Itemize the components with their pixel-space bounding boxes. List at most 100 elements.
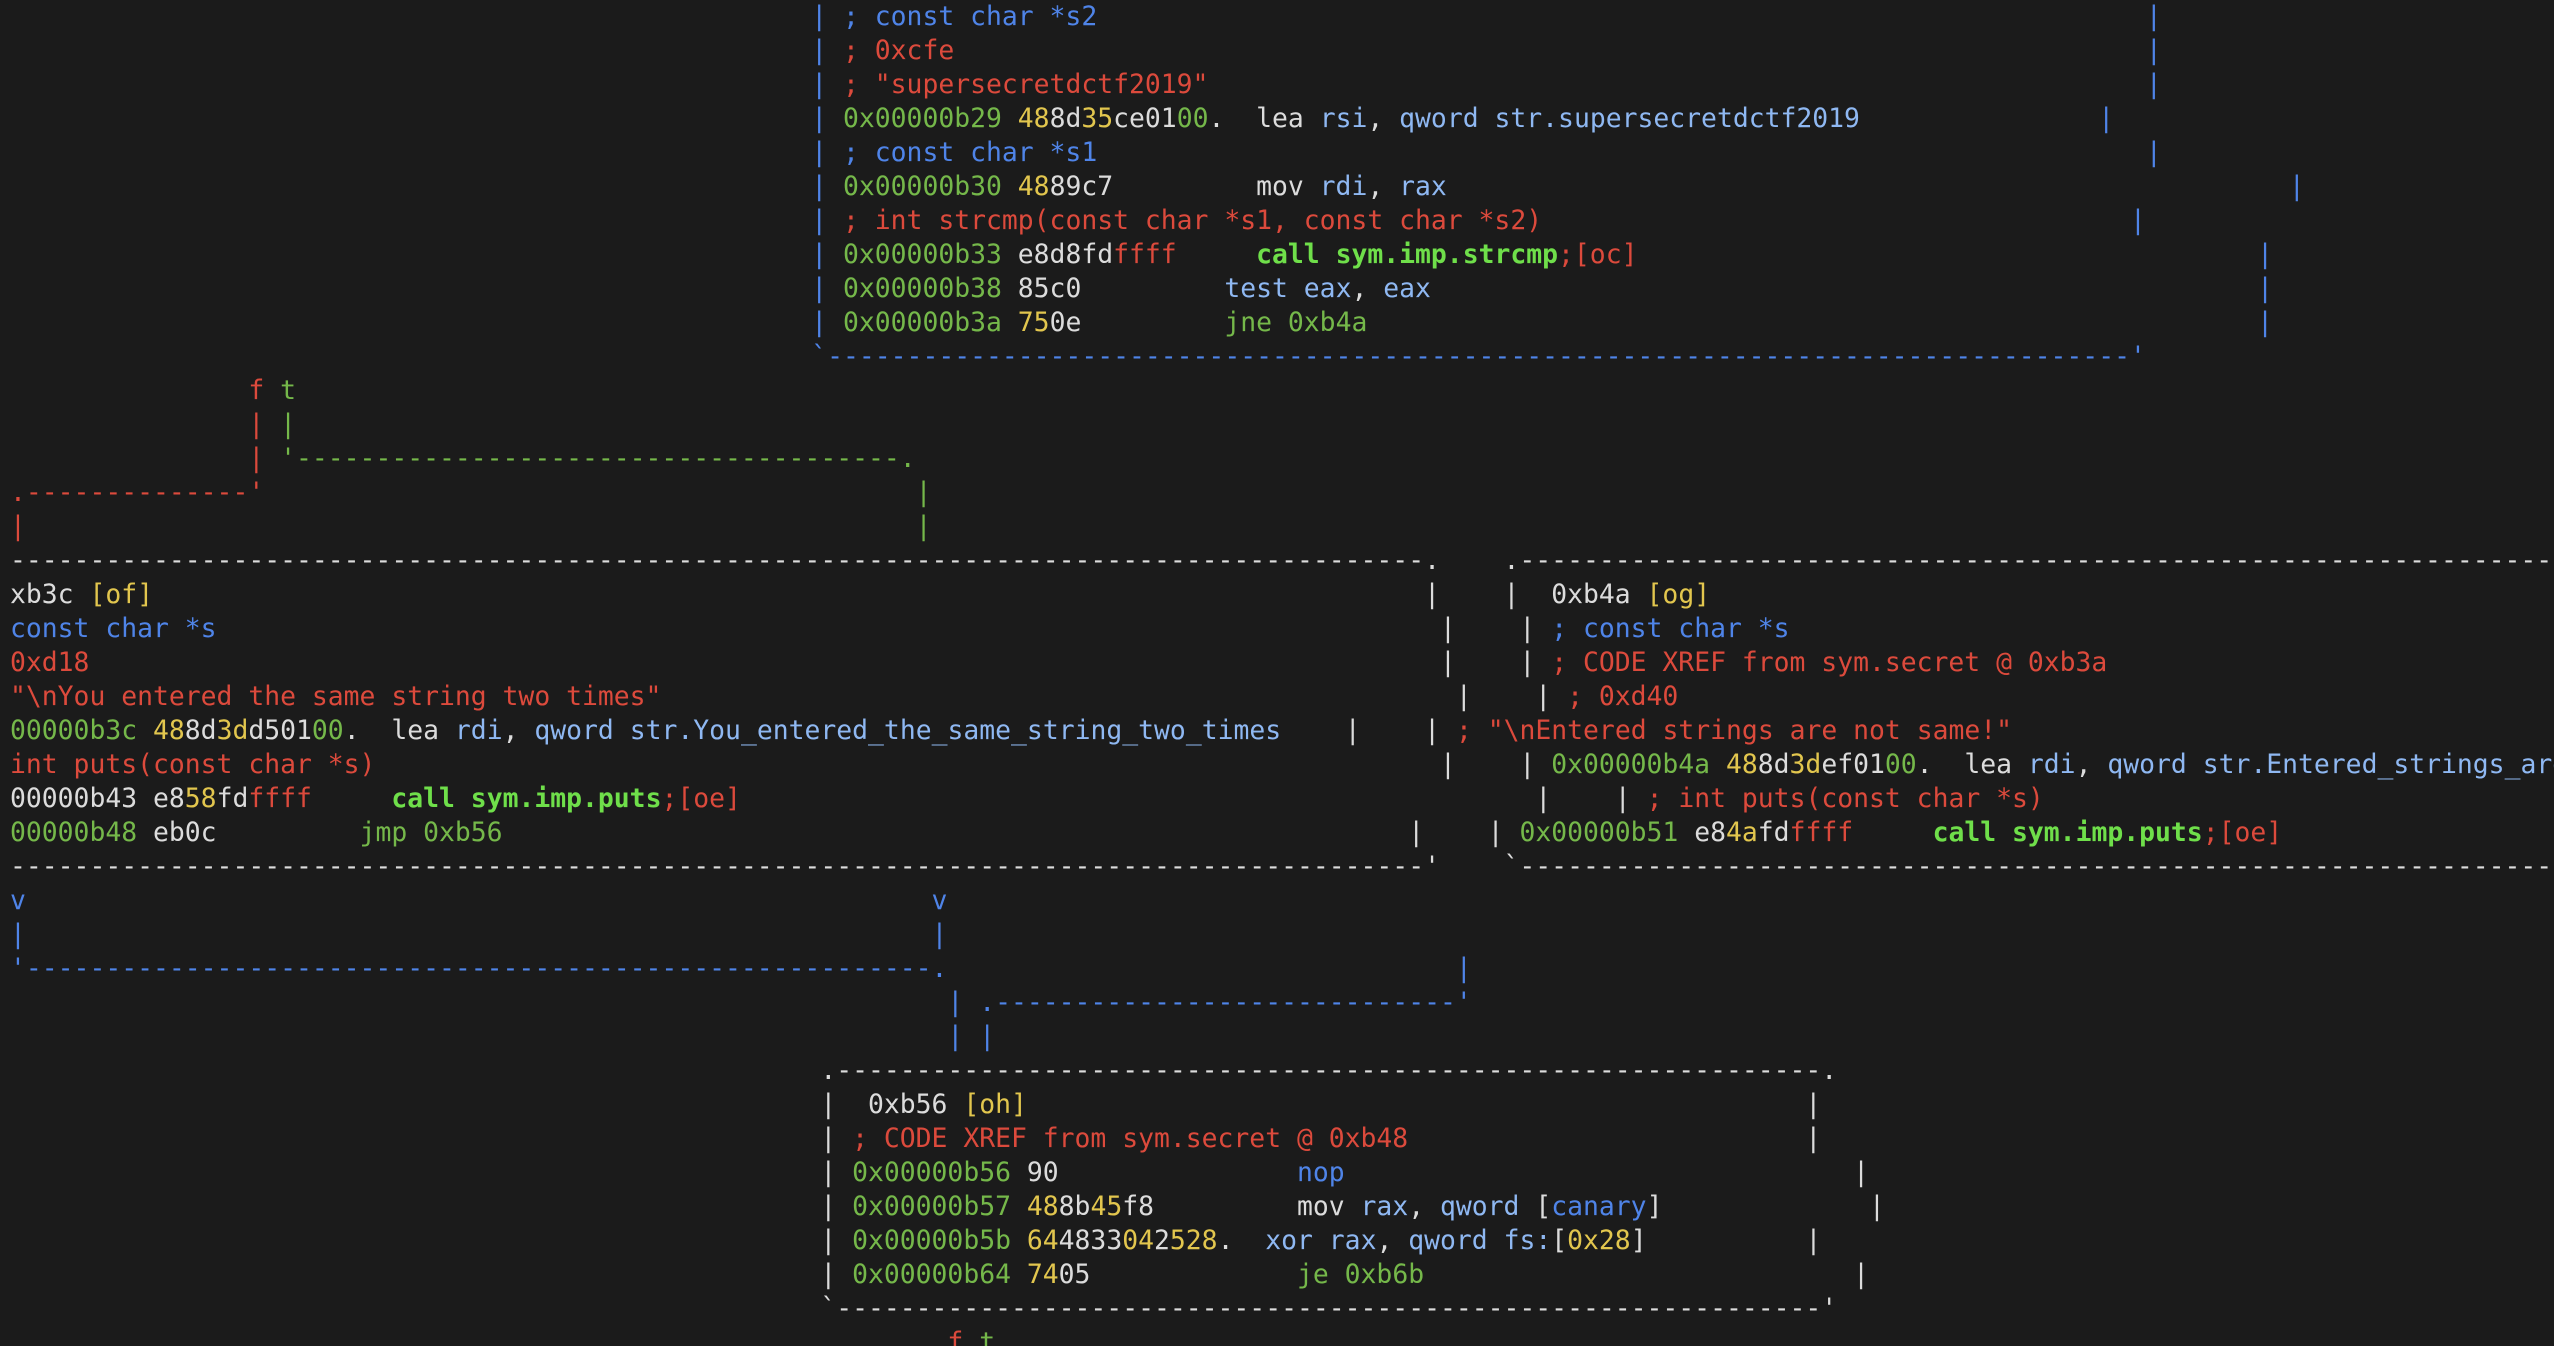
- terminal-text: eb0c: [137, 817, 360, 848]
- terminal-text: |: [954, 35, 2162, 66]
- terminal-text: | |: [502, 817, 1520, 848]
- terminal-text: |: [700, 205, 843, 236]
- terminal-text: f: [10, 1327, 980, 1346]
- terminal-text: nop: [1296, 1157, 1345, 1188]
- terminal-line: | |: [10, 1020, 995, 1054]
- terminal-text: qword: [1399, 103, 1479, 134]
- terminal-text: | |: [740, 783, 1647, 814]
- terminal-text: 90: [1010, 1157, 1297, 1188]
- terminal-text: ,: [502, 715, 535, 746]
- terminal-text: rax: [1360, 1191, 1409, 1222]
- terminal-text: [614, 715, 630, 746]
- terminal-text: [2187, 749, 2203, 780]
- terminal-line: | ; const char *s2 |: [700, 0, 2162, 34]
- terminal-text: [og]: [1646, 579, 1711, 610]
- terminal-line: | 0x00000b29 488d35ce0100. lea rsi, qwor…: [700, 102, 2114, 136]
- terminal-line: ----------------------------------------…: [10, 544, 2554, 578]
- terminal-text: [1479, 103, 1495, 134]
- terminal-text: ; const char *s: [1551, 613, 1790, 644]
- terminal-text: 0x00000b64: [852, 1259, 1011, 1290]
- terminal-text: 00: [311, 715, 344, 746]
- terminal-text: 58: [184, 783, 217, 814]
- terminal-text: | .-----------------------------': [10, 987, 1472, 1018]
- terminal-text: 89c7 mov: [1049, 171, 1320, 202]
- terminal-text: [1011, 1225, 1027, 1256]
- terminal-line: ----------------------------------------…: [10, 850, 2554, 884]
- terminal-text: ; 0xd40: [1567, 681, 1679, 712]
- terminal-text: 0x00000b30: [843, 171, 1002, 202]
- terminal-text: canary: [1551, 1191, 1647, 1222]
- terminal-text: [: [1519, 1191, 1552, 1222]
- terminal-text: |: [25, 511, 932, 542]
- terminal-text: ce01: [1113, 103, 1177, 134]
- terminal-text: 3d: [1789, 749, 1822, 780]
- terminal-text: 75: [1017, 307, 1050, 338]
- terminal-text: xb3c: [10, 579, 90, 610]
- terminal-text: je 0xb6b: [1296, 1259, 1425, 1290]
- terminal-text: [1002, 171, 1018, 202]
- terminal-text: |: [10, 1157, 853, 1188]
- terminal-text: 0x00000b38: [843, 273, 1002, 304]
- terminal-text: rdi: [454, 715, 503, 746]
- terminal-text: |: [700, 239, 843, 270]
- terminal-line: | ; int strcmp(const char *s1, const cha…: [700, 204, 2146, 238]
- terminal-line: | 0x00000b3a 750e jne 0xb4a |: [700, 306, 2273, 340]
- terminal-text: 04: [1122, 1225, 1154, 1256]
- terminal-text: | | 0xb4a: [153, 579, 1647, 610]
- terminal-text: ffff: [248, 783, 312, 814]
- terminal-line: xb3c [of] | | 0xb4a [og]: [10, 578, 1710, 612]
- terminal-text: 8d: [1049, 103, 1082, 134]
- terminal-text: .---------------------------------------…: [10, 1055, 1838, 1086]
- terminal-text: |: [10, 511, 26, 542]
- terminal-text: [of]: [89, 579, 154, 610]
- terminal-text: 00: [1884, 749, 1917, 780]
- terminal-text: f: [10, 375, 281, 406]
- terminal-line: | ; CODE XREF from sym.secret @ 0xb48 |: [10, 1122, 1821, 1156]
- terminal-text: int puts(const char *s): [10, 749, 376, 780]
- terminal-text: qword: [1440, 1191, 1520, 1222]
- terminal-text: rsi: [1319, 103, 1368, 134]
- terminal-text: .--------------': [10, 477, 265, 508]
- terminal-text: | ; const char *s1 |: [700, 137, 2162, 168]
- terminal-text: |: [10, 409, 281, 440]
- terminal-text: 8d: [1757, 749, 1790, 780]
- terminal-text: |: [10, 1123, 853, 1154]
- terminal-text: str.supersecretdctf2019: [1494, 103, 1860, 134]
- terminal-text: rdi: [1319, 171, 1368, 202]
- terminal-line: 0xd18 | | ; CODE XREF from sym.secret @ …: [10, 646, 2107, 680]
- terminal-text: [1011, 1259, 1027, 1290]
- terminal-text: 8b: [1058, 1191, 1091, 1222]
- terminal-text: fd: [1757, 817, 1790, 848]
- terminal-text: |: [1208, 69, 2162, 100]
- terminal-text: ;[oc]: [1558, 239, 1638, 270]
- terminal-text: ; CODE XREF from sym.secret @ 0xb3a: [1551, 647, 2108, 678]
- terminal-text: 48: [153, 715, 185, 746]
- terminal-line: f t: [10, 1326, 995, 1346]
- terminal-text: e8: [1678, 817, 1726, 848]
- terminal-text: ] |: [1646, 1191, 1885, 1222]
- terminal-text: call sym.imp.strcmp: [1256, 239, 1559, 270]
- terminal-text: ,: [1408, 1191, 1440, 1222]
- terminal-text: [1710, 749, 1726, 780]
- terminal-text: [1853, 817, 1932, 848]
- terminal-line: | ; 0xcfe |: [700, 34, 2162, 68]
- terminal-text: ,: [1367, 171, 1400, 202]
- terminal-text: ; 0xcfe: [843, 35, 955, 66]
- terminal-text: 64: [1026, 1225, 1059, 1256]
- terminal-text: |: [1430, 273, 2273, 304]
- terminal-text: jmp 0xb56: [359, 817, 503, 848]
- terminal-line: v v: [10, 884, 947, 918]
- terminal-line: | 0x00000b57 488b45f8 mov rax, qword [ca…: [10, 1190, 1885, 1224]
- terminal-text: 0x00000b56: [852, 1157, 1011, 1188]
- terminal-text: [1011, 1191, 1027, 1222]
- terminal-text: '--------------------------------------.: [280, 443, 916, 474]
- terminal-line: `---------------------------------------…: [10, 1292, 1837, 1326]
- terminal-text: const char *s: [10, 613, 217, 644]
- terminal-line: const char *s | | ; const char *s: [10, 612, 1790, 646]
- terminal-text: 74: [1026, 1259, 1059, 1290]
- terminal-line: | '-------------------------------------…: [10, 442, 916, 476]
- terminal-text: . lea: [1208, 103, 1320, 134]
- terminal-text: `---------------------------------------…: [700, 341, 2146, 372]
- terminal-text: test eax: [1224, 273, 1352, 304]
